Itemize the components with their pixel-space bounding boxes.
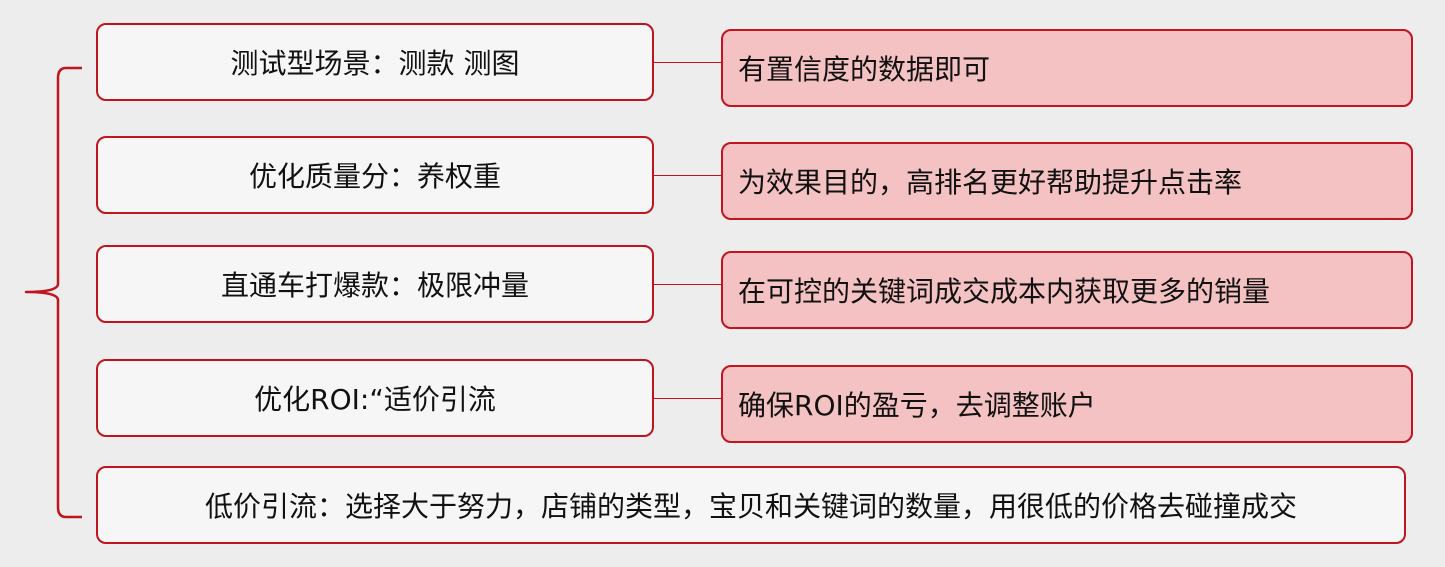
connector-line (654, 62, 721, 63)
scenario-box-testing: 测试型场景：测款 测图 (96, 23, 654, 101)
scenario-box-low-price: 低价引流：选择大于努力，店铺的类型，宝贝和关键词的数量，用很低的价格去碰撞成交 (96, 466, 1406, 544)
connector-line (654, 398, 721, 399)
scenario-label: 测试型场景：测款 测图 (230, 47, 520, 80)
scenario-box-roi: 优化ROI:“适价引流 (96, 359, 654, 437)
goal-box-testing: 有置信度的数据即可 (721, 29, 1413, 107)
goal-label: 确保ROI的盈亏，去调整账户 (738, 389, 1096, 422)
scenario-label: 低价引流：选择大于努力，店铺的类型，宝贝和关键词的数量，用很低的价格去碰撞成交 (204, 490, 1297, 523)
goal-label: 在可控的关键词成交成本内获取更多的销量 (738, 275, 1271, 308)
scenario-label: 直通车打爆款：极限冲量 (220, 269, 529, 302)
scenario-label: 优化质量分：养权重 (248, 160, 501, 193)
goal-box-hot-item: 在可控的关键词成交成本内获取更多的销量 (721, 251, 1413, 329)
goal-box-roi: 确保ROI的盈亏，去调整账户 (721, 365, 1413, 443)
goal-label: 为效果目的，高排名更好帮助提升点击率 (738, 166, 1243, 199)
connector-line (654, 175, 721, 176)
goal-label: 有置信度的数据即可 (738, 53, 991, 86)
scenario-box-quality-score: 优化质量分：养权重 (96, 136, 654, 214)
connector-line (654, 284, 721, 285)
scenario-label: 优化ROI:“适价引流 (254, 383, 496, 416)
goal-box-quality-score: 为效果目的，高排名更好帮助提升点击率 (721, 142, 1413, 220)
scenario-box-hot-item: 直通车打爆款：极限冲量 (96, 245, 654, 323)
